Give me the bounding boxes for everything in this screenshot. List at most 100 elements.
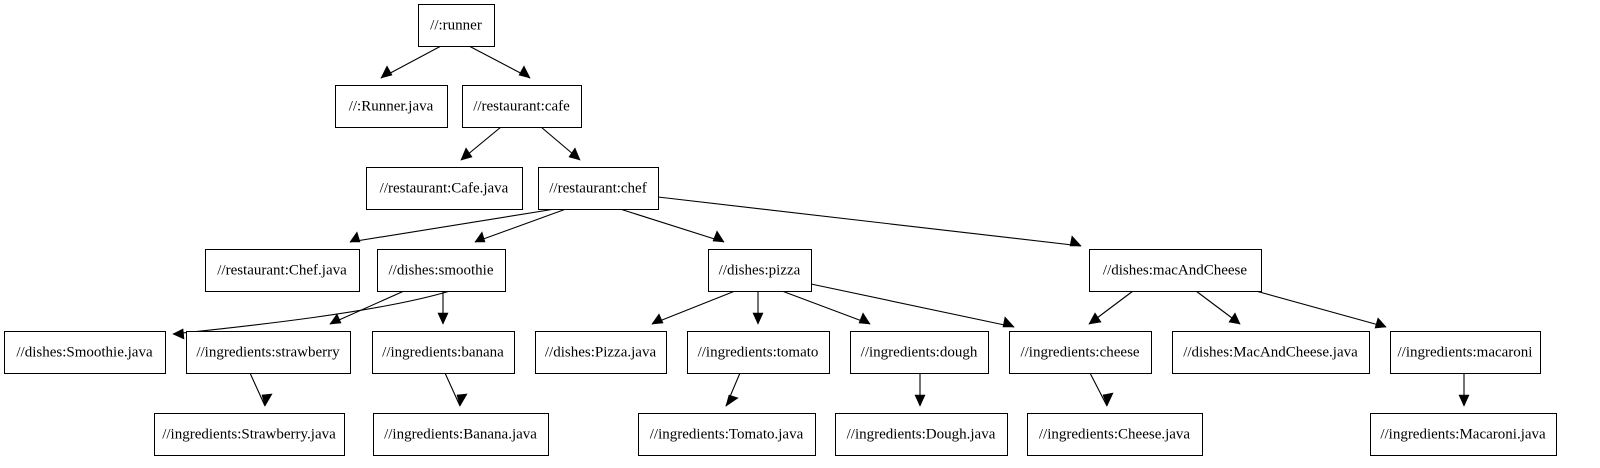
graph-node-dishes_pizza[interactable]: //dishes:pizza	[708, 249, 812, 292]
node-label: //restaurant:chef	[549, 180, 646, 196]
graph-node-ing_cheese[interactable]: //ingredients:cheese	[1009, 331, 1152, 374]
graph-node-cafe_java[interactable]: //restaurant:Cafe.java	[366, 167, 523, 210]
node-box[interactable]	[372, 331, 515, 374]
arrowhead-icon	[1069, 235, 1082, 247]
graph-node-ing_banana[interactable]: //ingredients:banana	[372, 331, 515, 374]
node-box[interactable]	[4, 331, 166, 374]
node-label: //restaurant:Cafe.java	[380, 180, 509, 196]
node-label: //ingredients:Strawberry.java	[162, 426, 336, 442]
graph-node-runner_java[interactable]: //:Runner.java	[335, 85, 448, 128]
node-label: //ingredients:tomato	[698, 344, 819, 360]
node-box[interactable]	[186, 331, 351, 374]
arrowhead-icon	[1088, 312, 1102, 325]
node-box[interactable]	[462, 85, 582, 128]
graph-edge	[444, 372, 468, 407]
graph-node-restaurant_cafe[interactable]: //restaurant:cafe	[462, 85, 582, 128]
arrowhead-icon	[1374, 317, 1387, 329]
graph-node-dough_java[interactable]: //ingredients:Dough.java	[835, 413, 1008, 456]
node-box[interactable]	[205, 249, 360, 292]
graph-node-ing_strawberry[interactable]: //ingredients:strawberry	[186, 331, 351, 374]
edge-line	[349, 208, 556, 243]
arrowhead-icon	[651, 313, 664, 325]
graph-node-ing_macaroni[interactable]: //ingredients:macaroni	[1390, 331, 1541, 374]
edge-line	[468, 45, 531, 79]
node-box[interactable]	[154, 413, 345, 456]
nodes-layer: //:runner //:Runner.java //restaurant:cafe…	[4, 4, 1557, 456]
edge-line	[619, 208, 725, 243]
node-label: //dishes:smoothie	[389, 262, 494, 278]
node-box[interactable]	[1009, 331, 1152, 374]
node-box[interactable]	[687, 331, 830, 374]
graph-node-ing_tomato[interactable]: //ingredients:tomato	[687, 331, 830, 374]
graph-edge	[1195, 290, 1241, 325]
node-box[interactable]	[835, 413, 1008, 456]
edge-line	[1089, 372, 1108, 407]
node-box[interactable]	[373, 413, 549, 456]
node-box[interactable]	[1089, 249, 1262, 292]
node-box[interactable]	[850, 331, 989, 374]
edge-line	[444, 372, 461, 407]
node-box[interactable]	[366, 167, 523, 210]
node-box[interactable]	[708, 249, 812, 292]
node-label: //ingredients:Banana.java	[384, 426, 537, 442]
graph-edge	[349, 208, 556, 243]
graph-node-strawberry_java[interactable]: //ingredients:Strawberry.java	[154, 413, 345, 456]
node-label: //ingredients:dough	[861, 344, 978, 360]
graph-edge	[172, 290, 451, 340]
graph-edge	[468, 45, 531, 79]
graph-node-dishes_smoothie[interactable]: //dishes:smoothie	[377, 249, 506, 292]
arrowhead-icon	[725, 394, 739, 407]
graph-edge	[914, 373, 926, 407]
edge-line	[651, 290, 736, 325]
graph-edge	[752, 291, 764, 325]
graph-edge	[1458, 373, 1470, 407]
graph-node-smoothie_java[interactable]: //dishes:Smoothie.java	[4, 331, 166, 374]
arrowhead-icon	[172, 328, 185, 340]
graph-node-runner[interactable]: //:runner	[418, 4, 495, 47]
graph-node-macaroni_java[interactable]: //ingredients:Macaroni.java	[1370, 413, 1557, 456]
node-label: //ingredients:banana	[382, 344, 504, 360]
graph-node-pizza_java[interactable]: //dishes:Pizza.java	[535, 331, 667, 374]
node-box[interactable]	[538, 167, 659, 210]
edge-line	[474, 208, 567, 243]
graph-edge	[329, 290, 405, 325]
graph-node-banana_java[interactable]: //ingredients:Banana.java	[373, 413, 549, 456]
arrowhead-icon	[1458, 394, 1470, 407]
arrowhead-icon	[329, 313, 342, 325]
arrowhead-icon	[752, 312, 764, 325]
graph-edge	[657, 196, 1082, 247]
graph-node-chef_java[interactable]: //restaurant:Chef.java	[205, 249, 360, 292]
node-box[interactable]	[638, 413, 816, 456]
edge-line	[172, 290, 451, 335]
node-box[interactable]	[335, 85, 448, 128]
node-box[interactable]	[377, 249, 506, 292]
node-box[interactable]	[535, 331, 667, 374]
node-box[interactable]	[1370, 413, 1557, 456]
graph-node-cheese_java[interactable]: //ingredients:Cheese.java	[1027, 413, 1203, 456]
arrowhead-icon	[474, 231, 486, 243]
edge-line	[249, 372, 266, 407]
graph-edge	[1088, 290, 1134, 325]
graph-edge	[460, 126, 502, 161]
edge-line	[1244, 287, 1387, 328]
node-label: //ingredients:cheese	[1020, 344, 1139, 360]
graph-node-tomato_java[interactable]: //ingredients:Tomato.java	[638, 413, 816, 456]
node-label: //dishes:Smoothie.java	[16, 344, 153, 360]
graph-edge	[619, 208, 725, 243]
arrowhead-icon	[437, 312, 449, 325]
node-label: //dishes:pizza	[719, 262, 801, 278]
graph-node-restaurant_chef[interactable]: //restaurant:chef	[538, 167, 659, 210]
node-box[interactable]	[1172, 331, 1370, 374]
node-box[interactable]	[1027, 413, 1203, 456]
graph-node-ing_dough[interactable]: //ingredients:dough	[850, 331, 989, 374]
node-box[interactable]	[418, 4, 495, 47]
node-label: //restaurant:Chef.java	[217, 262, 347, 278]
edge-line	[657, 196, 1082, 247]
node-box[interactable]	[1390, 331, 1541, 374]
arrowhead-icon	[914, 394, 926, 407]
graph-node-dishes_macandchz[interactable]: //dishes:macAndCheese	[1089, 249, 1262, 292]
arrowhead-icon	[349, 231, 361, 243]
arrowhead-icon	[261, 393, 273, 407]
graph-node-macandchz_java[interactable]: //dishes:MacAndCheese.java	[1172, 331, 1370, 374]
arrowhead-icon	[460, 147, 473, 161]
